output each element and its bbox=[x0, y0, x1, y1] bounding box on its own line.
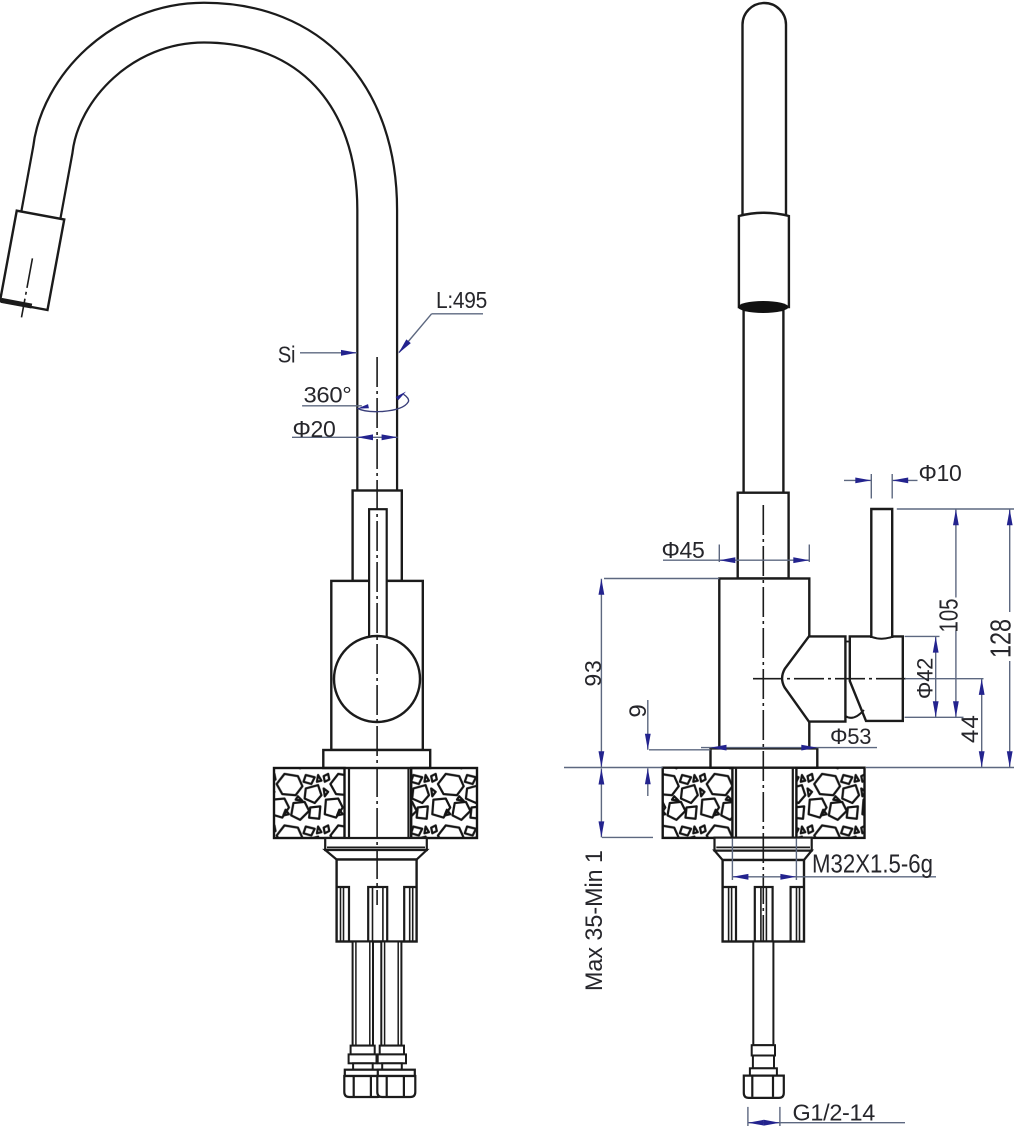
svg-text:128: 128 bbox=[986, 619, 1014, 658]
svg-text:L:495: L:495 bbox=[436, 287, 487, 313]
svg-text:Φ53: Φ53 bbox=[830, 724, 871, 749]
svg-text:44: 44 bbox=[957, 714, 984, 743]
svg-text:Max 35-Min 1: Max 35-Min 1 bbox=[581, 850, 608, 991]
svg-text:105: 105 bbox=[936, 599, 964, 633]
svg-text:Si: Si bbox=[278, 341, 296, 367]
svg-text:93: 93 bbox=[580, 659, 606, 686]
svg-text:Φ10: Φ10 bbox=[919, 460, 962, 486]
svg-text:360°: 360° bbox=[304, 383, 352, 408]
svg-text:Φ42: Φ42 bbox=[913, 658, 938, 699]
svg-text:Φ45: Φ45 bbox=[662, 537, 705, 563]
svg-text:M32X1.5-6g: M32X1.5-6g bbox=[812, 849, 933, 879]
svg-text:Φ20: Φ20 bbox=[293, 416, 336, 442]
svg-text:G1/2-14: G1/2-14 bbox=[793, 1100, 876, 1126]
svg-text:9: 9 bbox=[625, 704, 652, 717]
